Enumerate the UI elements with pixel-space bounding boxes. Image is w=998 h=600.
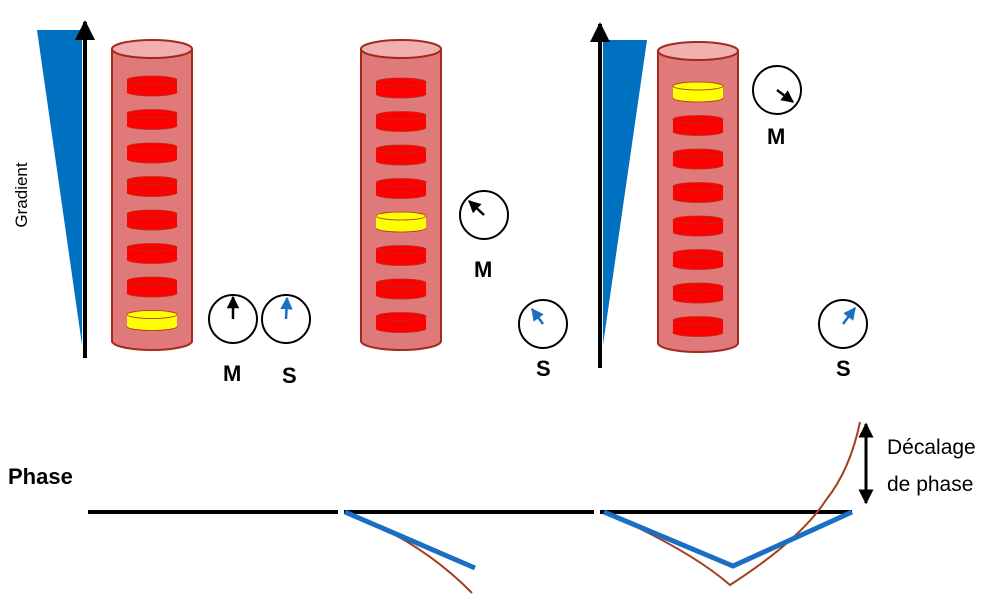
panel-2	[360, 39, 568, 351]
disk	[672, 115, 724, 136]
disk-stack-3	[672, 81, 724, 337]
stationary-phase-line-3	[603, 509, 854, 569]
highlighted-disk	[672, 81, 724, 103]
disk	[126, 276, 178, 298]
disk	[375, 77, 427, 99]
stationary-phase-line-2	[344, 509, 476, 571]
s-label-1: S	[282, 363, 297, 388]
panel-1	[37, 20, 311, 358]
gradient-label: Gradient	[12, 162, 31, 228]
s-label-3: S	[836, 356, 851, 381]
disk	[375, 312, 427, 333]
disk-stack-2	[375, 77, 427, 333]
m-spin-3	[752, 65, 802, 115]
disk	[375, 144, 427, 166]
m-label-3: M	[767, 124, 786, 149]
disk	[672, 215, 724, 237]
disk	[672, 249, 724, 270]
panel-3	[590, 22, 868, 368]
disk	[126, 176, 178, 197]
m-spin-1	[208, 294, 258, 344]
highlighted-disk	[375, 211, 427, 233]
s-spin-1	[261, 294, 311, 344]
s-spin-3	[818, 299, 868, 349]
disk	[126, 243, 178, 264]
disk	[126, 109, 178, 130]
phase-shift-label-line1: Décalage	[887, 436, 976, 459]
disk	[126, 75, 178, 97]
moving-phase-curve-2	[344, 511, 473, 594]
gradient-wedge-1	[37, 30, 82, 345]
phase-shift-label-line2: de phase	[887, 473, 974, 496]
disk	[375, 111, 427, 132]
disk	[126, 209, 178, 231]
m-spin-2	[459, 190, 509, 240]
disk	[672, 148, 724, 170]
phase-label: Phase	[8, 464, 73, 489]
disk-stack-1	[126, 75, 178, 331]
s-label-2: S	[536, 356, 551, 381]
s-spin-2	[518, 299, 568, 349]
phase-plot	[88, 421, 874, 594]
gradient-wedge-3	[603, 40, 647, 345]
highlighted-disk	[126, 310, 178, 331]
disk	[375, 245, 427, 266]
disk	[126, 142, 178, 164]
disk	[672, 316, 724, 337]
disk	[672, 182, 724, 203]
disk	[672, 282, 724, 304]
m-label-1: M	[223, 361, 242, 386]
m-label-2: M	[474, 257, 493, 282]
moving-phase-curve-3	[603, 421, 861, 587]
disk	[375, 178, 427, 199]
disk	[375, 278, 427, 300]
